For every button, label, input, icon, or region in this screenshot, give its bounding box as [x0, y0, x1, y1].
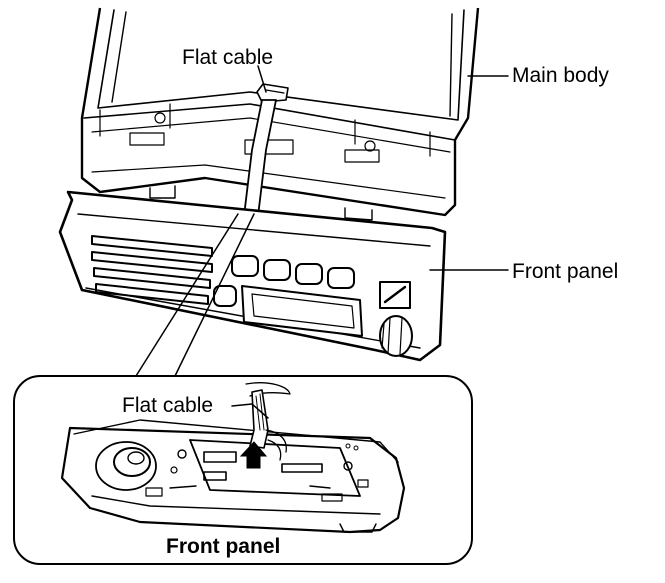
front-panel-drawing [58, 190, 447, 362]
flat-cable-label-inset: Flat cable [122, 394, 213, 417]
leader-flat-cable-inset [231, 403, 269, 419]
insert-arrow-icon [239, 441, 268, 469]
main-body-label: Main body [512, 64, 609, 87]
zoom-lines [135, 213, 255, 377]
flat-cable-label-top: Flat cable [182, 46, 273, 69]
front-panel-caption: Front panel [166, 535, 280, 558]
front-panel-label: Front panel [512, 260, 618, 283]
display-window [241, 285, 363, 337]
inset-flat-cable [245, 382, 291, 461]
leader-flat-cable-top [257, 65, 267, 93]
inset-frame [13, 375, 473, 565]
main-body-drawing [80, 7, 480, 221]
button-row [213, 255, 355, 307]
inset-front-panel-rear [60, 419, 406, 534]
volume-knob [379, 315, 413, 357]
